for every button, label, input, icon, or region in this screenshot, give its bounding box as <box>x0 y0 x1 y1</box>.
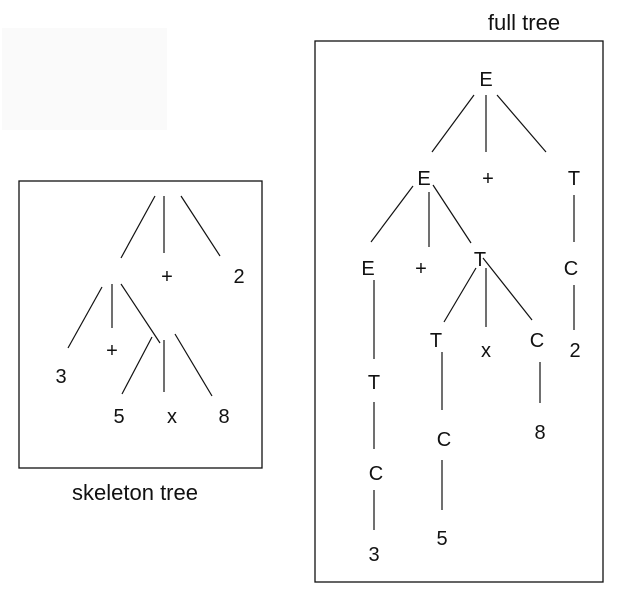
skeleton-edge <box>180 195 221 257</box>
full-node-T-mid: T <box>474 249 486 271</box>
full-node-plus-top: + <box>482 168 494 190</box>
full-node-C-left: C <box>369 463 383 485</box>
full-node-x: x <box>481 340 491 362</box>
skeleton-tree-nodes: + 2 3 + 5 x 8 <box>55 266 244 428</box>
full-node-5: 5 <box>436 528 447 550</box>
full-node-T-inner: T <box>430 330 442 352</box>
skeleton-tree-caption: skeleton tree <box>72 480 198 505</box>
full-node-E-low: E <box>361 258 374 280</box>
full-node-2: 2 <box>569 340 580 362</box>
full-tree-frame <box>314 40 604 583</box>
skeleton-node-2: 2 <box>233 266 244 288</box>
full-node-C-right: C <box>564 258 578 280</box>
skeleton-node-3: 3 <box>55 366 66 388</box>
full-edge <box>496 94 547 153</box>
skeleton-tree-edges <box>67 195 221 397</box>
full-node-8: 8 <box>534 422 545 444</box>
full-edge <box>432 184 472 244</box>
full-tree-caption: full tree <box>488 10 560 35</box>
full-node-E-mid: E <box>417 168 430 190</box>
skeleton-edge <box>174 333 213 397</box>
full-node-C-five: C <box>437 429 451 451</box>
full-node-T-left: T <box>368 372 380 394</box>
full-tree-edges <box>370 94 575 530</box>
full-node-3: 3 <box>368 544 379 566</box>
full-edge <box>370 185 414 243</box>
skeleton-node-x: x <box>167 406 177 428</box>
skeleton-node-plus-inner: + <box>106 340 118 362</box>
full-node-plus-mid: + <box>415 258 427 280</box>
full-edge <box>443 267 477 323</box>
skeleton-edge <box>67 286 103 349</box>
full-node-T-top: T <box>568 168 580 190</box>
full-edge <box>431 94 475 153</box>
skeleton-edge <box>120 195 156 259</box>
full-tree-nodes: E E + T E + T C 2 T x C T 8 C C 5 3 <box>361 69 580 566</box>
skeleton-node-5: 5 <box>113 406 124 428</box>
skeleton-edge <box>121 336 153 395</box>
background-artifact <box>2 28 167 130</box>
skeleton-node-8: 8 <box>218 406 229 428</box>
full-edge <box>482 257 533 321</box>
full-node-C-inner: C <box>530 330 544 352</box>
skeleton-edge <box>120 283 161 344</box>
full-node-E-root: E <box>479 69 492 91</box>
skeleton-node-plus: + <box>161 266 173 288</box>
skeleton-tree-frame <box>18 180 263 469</box>
